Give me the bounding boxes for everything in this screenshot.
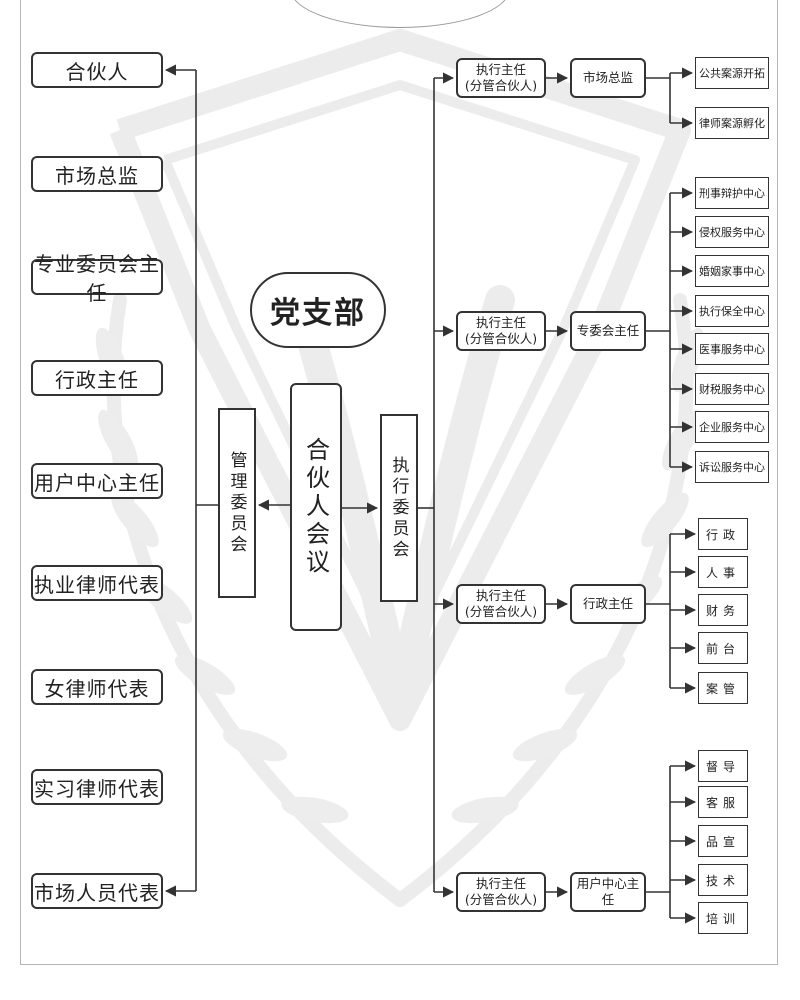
department-node: 案管 <box>698 672 748 704</box>
executive-director-node: 执行主任 (分管合伙人) <box>456 872 546 912</box>
department-node: 律师案源孵化 <box>695 107 769 139</box>
executive-director-node: 执行主任 (分管合伙人) <box>456 58 546 98</box>
department-node: 刑事辩护中心 <box>695 177 769 209</box>
executive-committee-node: 执行委员会 <box>380 414 418 602</box>
department-node: 企业服务中心 <box>695 411 769 443</box>
department-node: 公共案源开拓 <box>695 57 769 89</box>
department-node: 财税服务中心 <box>695 373 769 405</box>
department-node: 医事服务中心 <box>695 333 769 365</box>
department-node: 诉讼服务中心 <box>695 451 769 483</box>
executive-committee-label: 执行委员会 <box>388 455 409 561</box>
sub-head-node: 行政主任 <box>570 584 646 624</box>
management-committee-label: 管理委员会 <box>226 450 247 556</box>
left-node: 市场总监 <box>31 156 163 192</box>
left-node: 女律师代表 <box>31 669 163 705</box>
partner-meeting-node: 合伙人会议 <box>290 383 342 631</box>
department-node: 财务 <box>698 594 748 626</box>
sub-head-node: 专委会主任 <box>570 311 646 351</box>
department-node: 行政 <box>698 518 748 550</box>
department-node: 执行保全中心 <box>695 295 769 327</box>
sub-head-node: 市场总监 <box>570 58 646 98</box>
management-committee-node: 管理委员会 <box>218 408 256 598</box>
left-node: 实习律师代表 <box>31 769 163 805</box>
left-node: 专业委员会主任 <box>31 252 163 305</box>
page-frame <box>20 0 778 965</box>
department-node: 人事 <box>698 556 748 588</box>
department-node: 督导 <box>698 750 748 782</box>
executive-director-node: 执行主任 (分管合伙人) <box>456 311 546 351</box>
left-node: 执业律师代表 <box>31 565 163 601</box>
left-node: 合伙人 <box>31 52 163 88</box>
department-node: 技术 <box>698 864 748 896</box>
department-node: 客服 <box>698 786 748 818</box>
department-node: 前台 <box>698 632 748 664</box>
executive-director-node: 执行主任 (分管合伙人) <box>456 584 546 624</box>
left-node: 用户中心主任 <box>31 463 163 499</box>
partner-meeting-label: 合伙人会议 <box>301 437 330 577</box>
left-node: 行政主任 <box>31 360 163 396</box>
party-branch-label: 党支部 <box>270 296 366 331</box>
department-node: 侵权服务中心 <box>695 216 769 248</box>
department-node: 婚姻家事中心 <box>695 255 769 287</box>
department-node: 品宣 <box>698 825 748 857</box>
party-branch-node: 党支部 <box>250 272 386 348</box>
department-node: 培训 <box>698 902 748 934</box>
left-node: 市场人员代表 <box>31 873 163 909</box>
sub-head-node: 用户中心主任 <box>570 872 646 912</box>
